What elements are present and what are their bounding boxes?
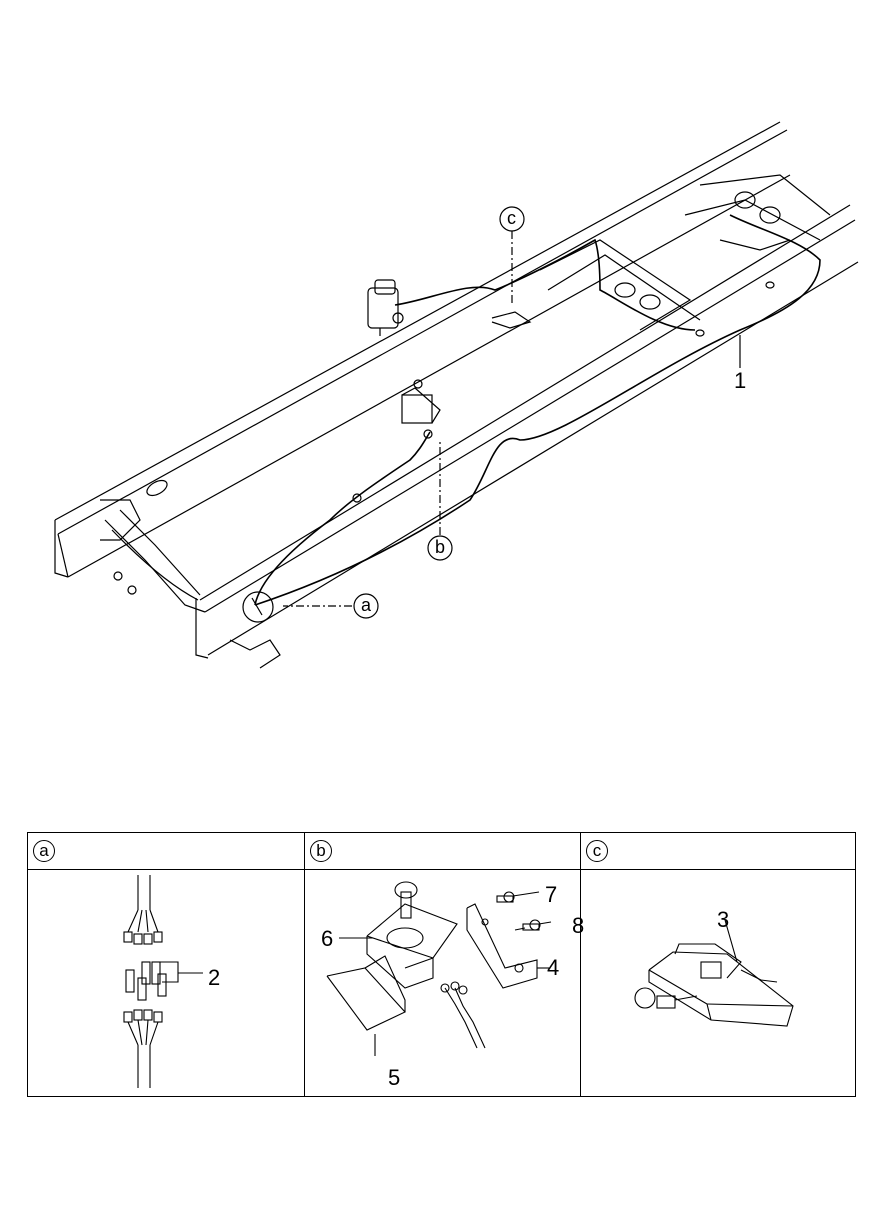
brake-line [254, 214, 821, 606]
part-number-4: 4 [547, 955, 560, 980]
right-frame-rail [195, 204, 859, 659]
detail-b-label: b [310, 840, 332, 862]
callout-leaders [283, 231, 513, 607]
part-number-1: 1 [734, 368, 747, 393]
part-number-6: 6 [321, 926, 334, 951]
proportioning-valve [367, 279, 404, 336]
callout-a-circle [353, 593, 379, 619]
part-number-2: 2 [208, 965, 221, 990]
part-number-5: 5 [388, 1065, 401, 1090]
callout-b-label: b [435, 537, 446, 557]
detail-c-drawing [634, 919, 794, 1027]
detail-b: b [305, 833, 585, 1096]
junction-block [352, 379, 441, 503]
detail-a: a 2 [28, 833, 305, 1096]
part-number-7: 7 [545, 882, 558, 907]
detail-b-header: b [305, 833, 580, 870]
callout-b-circle [427, 535, 453, 561]
part-number-3: 3 [717, 907, 730, 932]
callout-c-label: c [507, 208, 516, 228]
detail-b-drawing [326, 881, 552, 1056]
hose-clip [491, 311, 532, 329]
detail-c-label: c [586, 840, 608, 862]
left-frame-rail [54, 121, 791, 578]
detail-a-header: a [28, 833, 304, 870]
cross-members [100, 174, 831, 669]
detail-table: a 2 b [27, 832, 856, 1097]
callout-a-label: a [361, 595, 372, 615]
connector-cluster [242, 591, 274, 623]
detail-a-drawing [123, 875, 203, 1088]
callout-c-circle [499, 206, 525, 232]
detail-c: c 3 [581, 833, 855, 1096]
detail-c-header: c [581, 833, 855, 870]
frame-assembly-diagram [54, 121, 859, 669]
part-number-8: 8 [572, 913, 585, 938]
detail-a-label: a [33, 840, 55, 862]
